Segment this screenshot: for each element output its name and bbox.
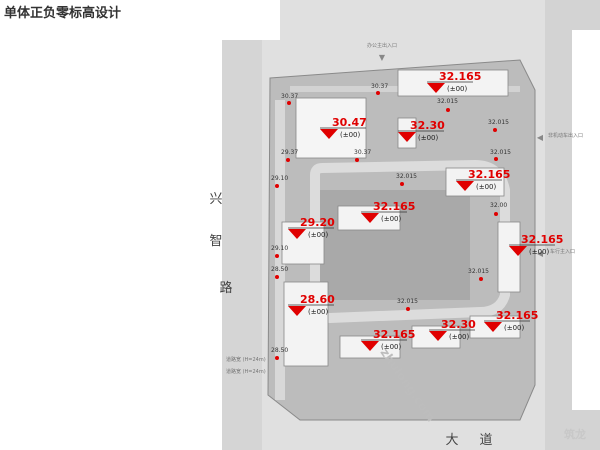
road-label-5: 道 [479,433,492,448]
spot-level-label: 32.00 [490,202,507,209]
road-label-1: 兴 [209,192,222,207]
building-zero-label: (±00) [449,333,470,341]
spot-level-label: 28.50 [271,266,288,273]
nw-block [222,0,280,40]
spot-level-marker [287,101,291,105]
building-zero-label: (±00) [308,308,329,316]
building-elevation: 32.165 [521,233,563,246]
spot-level-marker [275,275,279,279]
elevation-triangle-icon [429,331,447,341]
building-zero-label: (±00) [504,324,525,332]
building-zero-label: (±00) [418,134,439,142]
building-zero-label: (±00) [447,85,468,93]
road-label-2: 智 [209,234,222,249]
building-d [445,167,505,197]
spot-level-marker [355,158,359,162]
spot-level-marker [446,108,450,112]
gate-arrow-east-upper-icon: ◀ [537,133,544,142]
elevation-triangle-icon [288,229,306,239]
spot-level-label: 30.37 [371,83,388,90]
elevation-triangle-icon [398,132,416,142]
spot-level-marker [400,182,404,186]
road-width-note-1: 道路宽 (H=24m) [226,356,266,363]
spot-level-marker [286,158,290,162]
building-elevation: 32.165 [496,309,538,322]
west-walkway [275,100,285,400]
building-elevation: 30.47 [332,116,367,129]
road-label-4: 大 [445,433,458,448]
spot-level-marker [275,184,279,188]
spot-level-marker [376,91,380,95]
spot-level-label: 28.50 [271,347,288,354]
gate-arrow-east-lower-icon: ◀ [537,249,544,258]
building-zero-label: (±00) [340,131,361,139]
building-elevation: 32.165 [373,328,415,341]
building-zero-label: (±00) [308,231,329,239]
building-elevation: 32.165 [373,200,415,213]
elevation-triangle-icon [361,213,379,223]
building-zero-label: (±00) [381,343,402,351]
spot-level-label: 32.015 [488,119,509,126]
building-h [283,281,329,367]
east-block [572,30,600,410]
gate-label-east-lower: 车行主入口 [550,248,575,255]
elevation-triangle-icon [484,322,502,332]
road-label-3: 路 [219,280,232,296]
building-zero-label: (±00) [529,248,550,256]
building-elevation: 32.165 [439,70,481,83]
building-elevation: 29.20 [300,216,335,229]
gate-label-north: 办公主出入口 [367,42,397,49]
spot-level-label: 32.015 [490,149,511,156]
spot-level-label: 32.015 [397,298,418,305]
building-b [397,69,509,97]
gate-arrow-north-icon: ▼ [379,53,386,62]
spot-level-label: 32.015 [468,268,489,275]
spot-level-label: 29.10 [271,175,288,182]
spot-level-marker [275,356,279,360]
spot-level-label: 32.015 [396,173,417,180]
spot-level-marker [479,277,483,281]
road-width-note-2: 道路宽 (H=24m) [226,368,266,375]
spot-level-label: 32.015 [437,98,458,105]
spot-level-marker [494,157,498,161]
spot-level-marker [406,307,410,311]
spot-level-marker [494,212,498,216]
building-zero-label: (±00) [476,183,497,191]
spot-level-marker [275,254,279,258]
spot-level-label: 29.10 [271,245,288,252]
west-road [222,0,262,450]
gate-label-east-upper: 非机动车出入口 [548,132,583,139]
building-elevation: 28.60 [300,293,335,306]
elevation-triangle-icon [427,83,445,93]
building-g [497,221,521,293]
building-elevation: 32.30 [410,119,445,132]
elevation-triangle-icon [509,246,527,256]
elevation-triangle-icon [456,181,474,191]
spot-level-label: 30.37 [281,93,298,100]
building-elevation: 32.30 [441,318,476,331]
building-zero-label: (±00) [381,215,402,223]
elevation-triangle-icon [320,129,338,139]
logo-text: 筑龙 [564,427,586,441]
building-elevation: 32.165 [468,168,510,181]
elevation-triangle-icon [288,306,306,316]
spot-level-marker [493,128,497,132]
elevation-triangle-icon [361,341,379,351]
spot-level-label: 29.37 [281,149,298,156]
spot-level-label: 30.37 [354,149,371,156]
page-title: 单体正负零标高设计 [4,6,122,21]
